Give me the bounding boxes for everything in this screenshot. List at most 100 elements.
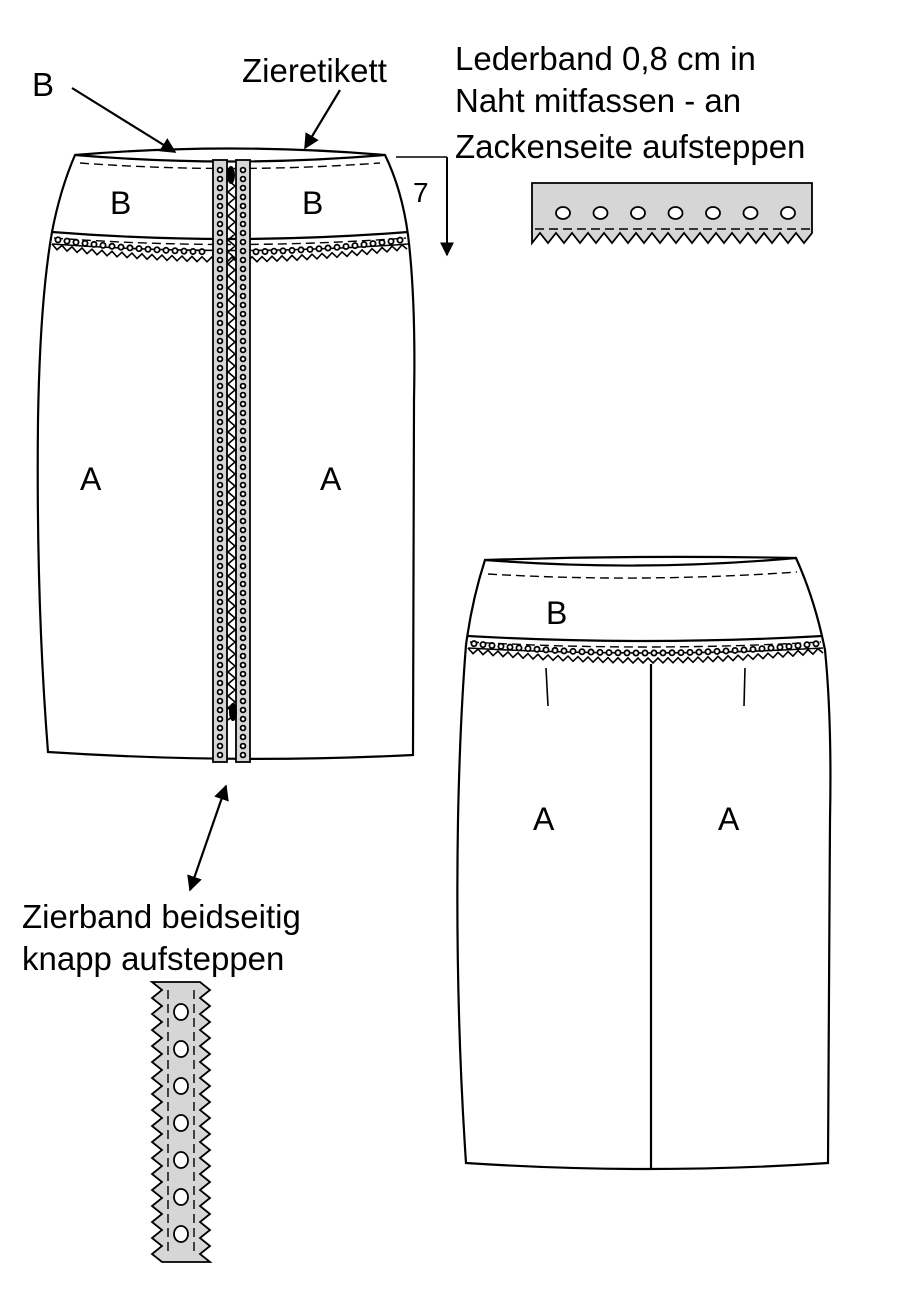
- tape-hole: [216, 706, 224, 714]
- ribbon-hole: [360, 241, 368, 249]
- ribbon-hole: [270, 247, 278, 255]
- tape-hole: [239, 508, 247, 516]
- tape-hole: [216, 220, 224, 228]
- zipper-pull-bottom: [229, 703, 237, 721]
- tape-hole: [216, 193, 224, 201]
- ribbon-hole: [162, 246, 170, 254]
- tape-hole: [216, 400, 224, 408]
- tape-hole: [239, 580, 247, 588]
- ribbon-hole: [587, 648, 595, 656]
- zierband-sample-holes: [173, 1003, 189, 1243]
- ribbon-hole: [180, 247, 188, 255]
- tape-hole: [216, 517, 224, 525]
- back-skirt-outline: [456, 555, 832, 1171]
- tape-hole: [216, 391, 224, 399]
- tape-hole: [216, 688, 224, 696]
- tape-hole: [239, 607, 247, 615]
- front-yoke-ribbon-holes: [54, 236, 404, 256]
- zieretikett-arrow: [304, 89, 341, 150]
- ribbon-hole: [740, 646, 748, 654]
- tape-hole: [239, 400, 247, 408]
- tape-hole: [239, 283, 247, 291]
- ribbon-hole: [63, 237, 71, 245]
- tape-hole: [239, 184, 247, 192]
- lederband-line3: Zackenseite aufsteppen: [455, 128, 805, 165]
- ribbon-hole: [279, 247, 287, 255]
- tape-hole: [239, 436, 247, 444]
- tape-hole: [239, 670, 247, 678]
- tape-hole: [216, 580, 224, 588]
- leather-hole: [555, 206, 571, 220]
- tape-hole: [239, 220, 247, 228]
- front-waistband-top: [74, 153, 386, 163]
- tape-hole: [216, 247, 224, 255]
- front-center-zigzag: [226, 179, 237, 721]
- leather-hole: [742, 206, 759, 220]
- ribbon-hole: [785, 642, 793, 650]
- measure-label: 7: [413, 177, 429, 208]
- ribbon-hole: [297, 246, 305, 254]
- tape-hole: [216, 274, 224, 282]
- ribbon-hole: [767, 644, 775, 652]
- b-pointer-label: B: [32, 66, 54, 103]
- tape-hole: [216, 535, 224, 543]
- tape-hole: [239, 391, 247, 399]
- ribbon-hole: [623, 649, 631, 657]
- tape-hole: [216, 598, 224, 606]
- tape-hole: [216, 319, 224, 327]
- tape-hole: [216, 661, 224, 669]
- tape-hole: [239, 265, 247, 273]
- zierband-line1: Zierband beidseitig: [22, 898, 301, 935]
- tape-hole: [239, 616, 247, 624]
- tape-hole: [239, 445, 247, 453]
- back-panel-right-label: A: [718, 801, 740, 837]
- tape-hole: [239, 454, 247, 462]
- ribbon-hole: [189, 247, 197, 255]
- tape-hole: [239, 526, 247, 534]
- ribbon-hole: [126, 244, 134, 252]
- tape-hole: [216, 337, 224, 345]
- tape-hole: [216, 643, 224, 651]
- ribbon-hole: [569, 647, 577, 655]
- tape-hole: [216, 346, 224, 354]
- ribbon-hole: [758, 645, 766, 653]
- ribbon-hole: [794, 642, 802, 650]
- ribbon-hole: [351, 242, 359, 250]
- tape-hole: [216, 607, 224, 615]
- tape-hole: [216, 724, 224, 732]
- back-panel-left-label: A: [533, 801, 555, 837]
- tape-hole: [239, 733, 247, 741]
- tape-hole: [239, 256, 247, 264]
- tape-hole: [216, 301, 224, 309]
- tape-hole: [239, 679, 247, 687]
- tape-hole: [239, 409, 247, 417]
- tape-hole: [239, 229, 247, 237]
- ribbon-hole: [117, 243, 125, 251]
- tape-hole: [239, 364, 247, 372]
- tape-hole: [216, 463, 224, 471]
- tape-hole: [216, 355, 224, 363]
- ribbon-hole: [470, 640, 478, 648]
- ribbon-hole: [81, 239, 89, 247]
- ribbon-hole: [261, 247, 269, 255]
- tape-hole: [216, 472, 224, 480]
- tape-hole: [216, 454, 224, 462]
- lederband-line2: Naht mitfassen - an: [455, 82, 741, 119]
- front-yoke-right-label: B: [302, 185, 323, 221]
- tape-hole: [216, 742, 224, 750]
- zierband-hole: [173, 1077, 189, 1095]
- ribbon-hole: [171, 247, 179, 255]
- b-pointer-arrow: [71, 87, 177, 153]
- ribbon-hole: [324, 244, 332, 252]
- tape-hole: [239, 589, 247, 597]
- zierband-hole: [173, 1151, 189, 1169]
- tape-hole: [239, 175, 247, 183]
- tape-hole: [239, 571, 247, 579]
- leather-hole: [705, 206, 721, 220]
- tape-hole: [216, 508, 224, 516]
- tape-hole: [239, 427, 247, 435]
- zierband-hole: [173, 1114, 189, 1132]
- ribbon-hole: [641, 649, 649, 657]
- back-yoke-ribbon-holes: [470, 640, 820, 657]
- front-skirt: B B A A: [36, 147, 416, 763]
